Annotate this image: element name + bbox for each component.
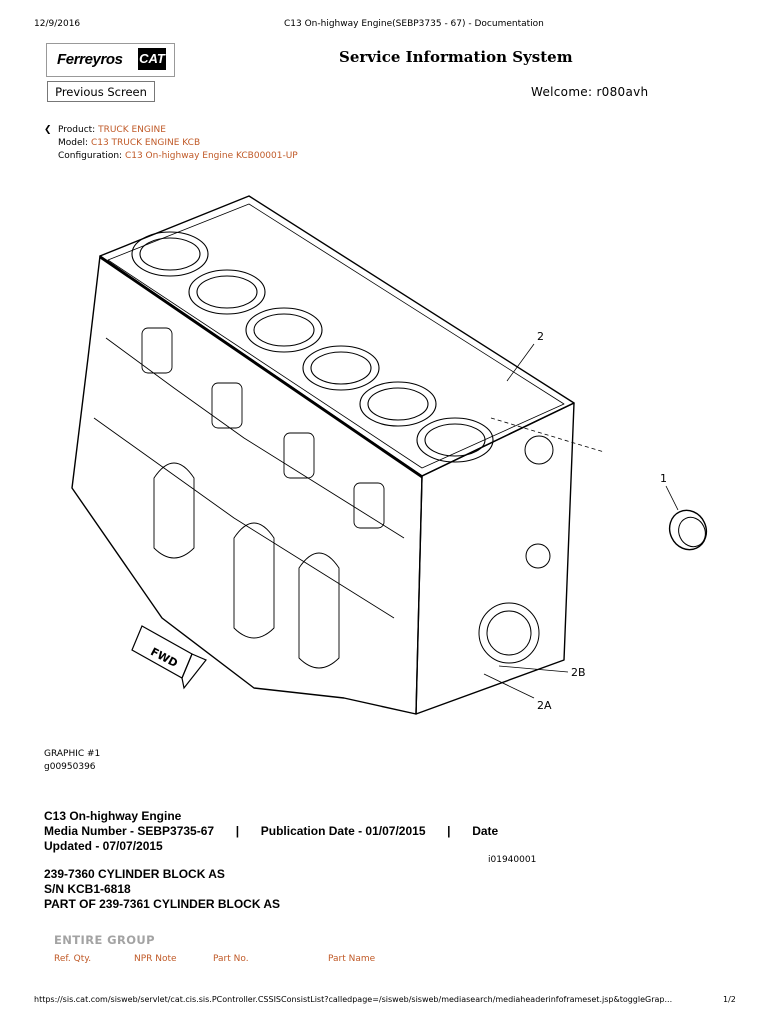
meta-line: Media Number - SEBP3735-67 | Publication… (44, 824, 564, 839)
meta-separator: | (447, 824, 451, 838)
product-link[interactable]: TRUCK ENGINE (98, 125, 166, 135)
configuration-label: Configuration: (58, 151, 123, 161)
page-number: 1/2 (723, 995, 736, 1004)
print-date: 12/9/2016 (34, 19, 81, 29)
callout-2b: 2B (571, 666, 586, 679)
breadcrumb: ❮ Product: TRUCK ENGINE Model: C13 TRUCK… (44, 124, 298, 163)
system-title: Service Information System (339, 48, 573, 66)
entire-group-link[interactable]: ENTIRE GROUP (54, 933, 155, 947)
part-1-plug: 1 (660, 472, 708, 551)
callout-2: 2 (537, 330, 544, 343)
meta-separator: | (235, 824, 240, 838)
column-part-name: Part Name (328, 954, 376, 964)
page-url: https://sis.cat.com/sisweb/servlet/cat.c… (34, 995, 673, 1004)
fwd-arrow-icon (131, 625, 207, 690)
engine-name: C13 On-highway Engine (44, 809, 182, 823)
parent-part: PART OF 239-7361 CYLINDER BLOCK AS (44, 897, 281, 911)
document-id: i01940001 (488, 855, 537, 865)
cylinder-block-illustration: FWD 2 2B 2A (71, 195, 604, 715)
callout-2a: 2A (537, 699, 552, 712)
graphic-caption: GRAPHIC #1 g00950396 (44, 748, 100, 774)
column-ref-qty: Ref. Qty. (54, 954, 92, 964)
column-part-no: Part No. (213, 954, 249, 964)
logo-wordmark: Ferreyros (57, 51, 123, 68)
part-number-name: 239-7360 CYLINDER BLOCK AS (44, 867, 225, 881)
date-updated: Updated - 07/07/2015 (44, 839, 163, 853)
product-row: Product: TRUCK ENGINE (58, 124, 298, 137)
date-updated-label: Date (472, 824, 499, 838)
ferreyros-cat-logo[interactable]: Ferreyros CAT (46, 43, 175, 77)
cat-badge: CAT (138, 48, 166, 70)
configuration-link[interactable]: C13 On-highway Engine KCB00001-UP (124, 151, 298, 161)
media-number: Media Number - SEBP3735-67 (44, 824, 215, 838)
document-meta: C13 On-highway Engine Media Number - SEB… (44, 809, 564, 854)
chevron-left-icon[interactable]: ❮ (44, 125, 52, 135)
part-heading: 239-7360 CYLINDER BLOCK AS S/N KCB1-6818… (44, 867, 280, 912)
previous-screen-button[interactable]: Previous Screen (47, 81, 155, 102)
serial-number: S/N KCB1-6818 (44, 882, 131, 896)
welcome-user: Welcome: r080avh (531, 85, 649, 99)
model-link[interactable]: C13 TRUCK ENGINE KCB (90, 138, 201, 148)
callout-1: 1 (660, 472, 667, 485)
publication-date: Publication Date - 01/07/2015 (260, 824, 426, 838)
column-npr-note: NPR Note (134, 954, 177, 964)
model-row: Model: C13 TRUCK ENGINE KCB (58, 137, 298, 150)
graphic-id: g00950396 (44, 762, 96, 772)
print-page-title: C13 On-highway Engine(SEBP3735 - 67) - D… (284, 19, 544, 29)
fwd-label: FWD (148, 645, 180, 670)
product-label: Product: (58, 125, 96, 135)
configuration-row: Configuration: C13 On-highway Engine KCB… (58, 150, 298, 163)
graphic-label: GRAPHIC #1 (44, 749, 101, 759)
model-label: Model: (58, 138, 89, 148)
